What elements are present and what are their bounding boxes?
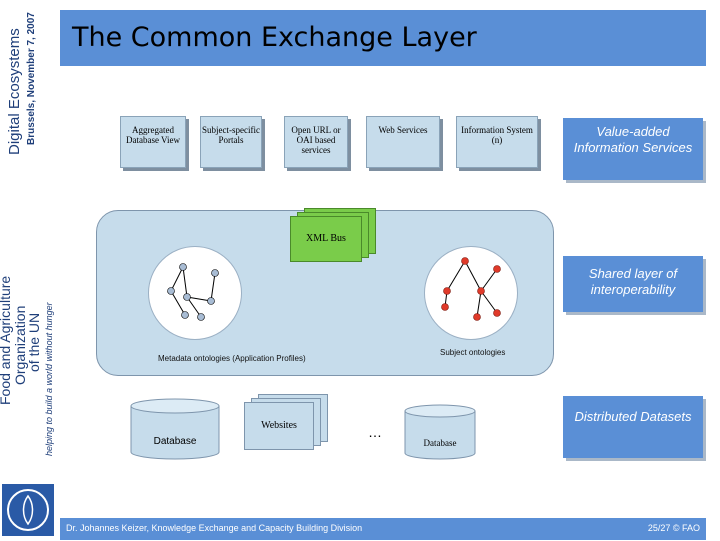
layer-label-shared: Shared layer of interoperability — [563, 256, 703, 312]
subject-ontology-circle — [424, 246, 518, 340]
database-left: Database — [130, 398, 220, 460]
page-number: 25/27 © FAO — [647, 523, 700, 533]
database-left-icon — [130, 398, 220, 460]
service-box-openurl: Open URL or OAI based services — [284, 116, 348, 168]
service-box-portals: Subject-specific Portals — [200, 116, 262, 168]
subject-ontologies-caption: Subject ontologies — [440, 348, 506, 357]
layer-label-distributed: Distributed Datasets — [563, 396, 703, 458]
xml-bus-label: XML Bus — [290, 216, 362, 262]
org-line-1: Food and Agriculture — [0, 275, 13, 405]
metadata-ontologies-caption: Metadata ontologies (Application Profile… — [158, 354, 306, 363]
metadata-ontology-graph — [167, 263, 219, 321]
xml-bus-stack: XML Bus — [290, 208, 376, 262]
title-banner: The Common Exchange Layer — [60, 10, 706, 66]
brand-label: Digital Ecosystems — [6, 28, 23, 155]
date-label: Brussels, November 7, 2007 — [26, 12, 37, 145]
database-right: Database — [404, 404, 476, 460]
footer-bar: Dr. Johannes Keizer, Knowledge Exchange … — [60, 518, 706, 540]
subject-ontology-graph — [441, 257, 501, 321]
database-right-icon — [404, 404, 476, 460]
layer-label-value-added: Value-added Information Services — [563, 118, 703, 180]
more-datasets-ellipsis: … — [368, 424, 382, 440]
service-box-web-services: Web Services — [366, 116, 440, 168]
motto: helping to build a world without hunger — [44, 302, 54, 456]
fao-logo-icon — [2, 484, 54, 536]
websites-label: Websites — [244, 402, 314, 450]
footer-author: Dr. Johannes Keizer, Knowledge Exchange … — [66, 523, 363, 533]
page-title: The Common Exchange Layer — [72, 22, 477, 53]
fao-logo — [2, 484, 54, 536]
service-box-aggregated: Aggregated Database View — [120, 116, 186, 168]
metadata-ontology-circle — [148, 246, 242, 340]
org-line-3: of the UN — [26, 312, 42, 372]
database-left-label: Database — [153, 436, 197, 447]
sidebar: Digital Ecosystems Brussels, November 7,… — [0, 0, 56, 540]
service-box-information-system: Information System (n) — [456, 116, 538, 168]
database-right-label: Database — [423, 438, 457, 448]
websites-stack: Websites — [244, 394, 328, 450]
